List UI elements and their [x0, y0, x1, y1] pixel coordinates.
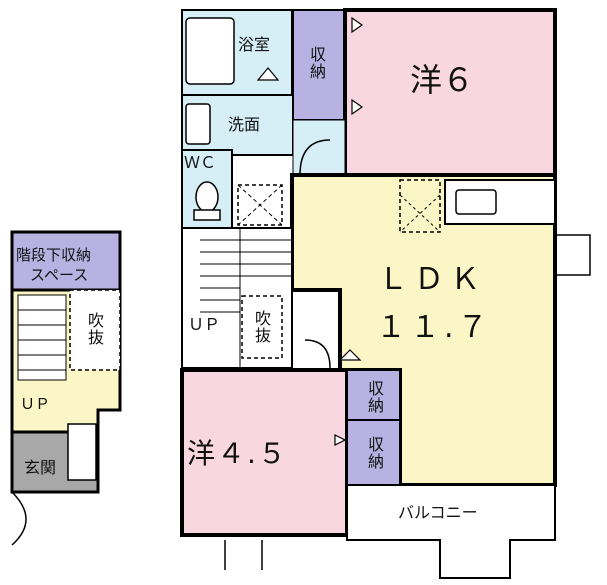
ldk-name-label: ＬＤＫ: [378, 262, 486, 297]
wc-label: ＷＣ: [184, 153, 217, 172]
ldk-void-box: [399, 179, 441, 233]
closet-b-area: [346, 419, 401, 486]
lower-stair-box: [17, 294, 67, 381]
balcony-label: バルコニー: [398, 503, 478, 522]
stair-steps: [200, 228, 292, 368]
balcony-area: [346, 484, 556, 579]
closet-top-label: 収納: [307, 46, 326, 80]
kitchen-counter: [444, 179, 556, 225]
toilet-icon: [195, 181, 219, 213]
up-center-label: ＵＰ: [188, 315, 221, 334]
door-swings: [224, 139, 591, 570]
under-stair-storage-label-1: 階段下収納: [16, 246, 92, 264]
bath-label: 浴室: [238, 35, 271, 54]
under-stair-storage-label-2: スペース: [30, 266, 89, 284]
closet-a-label: 収納: [365, 380, 384, 414]
closet-top-area: [292, 9, 346, 121]
void-center-label: 吹抜: [252, 310, 271, 344]
bathtub: [185, 17, 235, 85]
wash-basin: [185, 103, 211, 145]
void-left-label: 吹抜: [85, 312, 104, 346]
bedroom-45-label: 洋４.５: [187, 437, 288, 470]
ldk-size-label: １１.７: [376, 310, 492, 345]
shoe-box: [67, 423, 97, 481]
closet-b-label: 収納: [365, 436, 384, 470]
bedroom-6-area: [343, 8, 557, 177]
entrance-door-swing: [11, 491, 27, 546]
door-markers: [256, 16, 364, 446]
up-left-label: ＵＰ: [20, 395, 51, 413]
void-center-box: [241, 295, 283, 359]
bedroom-45-area: [180, 368, 349, 537]
washroom-label: 洗面: [228, 115, 261, 134]
closet-a-area: [346, 369, 401, 421]
void-left-box: [69, 289, 121, 371]
entrance-label: 玄関: [24, 458, 57, 477]
bedroom-6-label: 洋６: [410, 61, 475, 99]
